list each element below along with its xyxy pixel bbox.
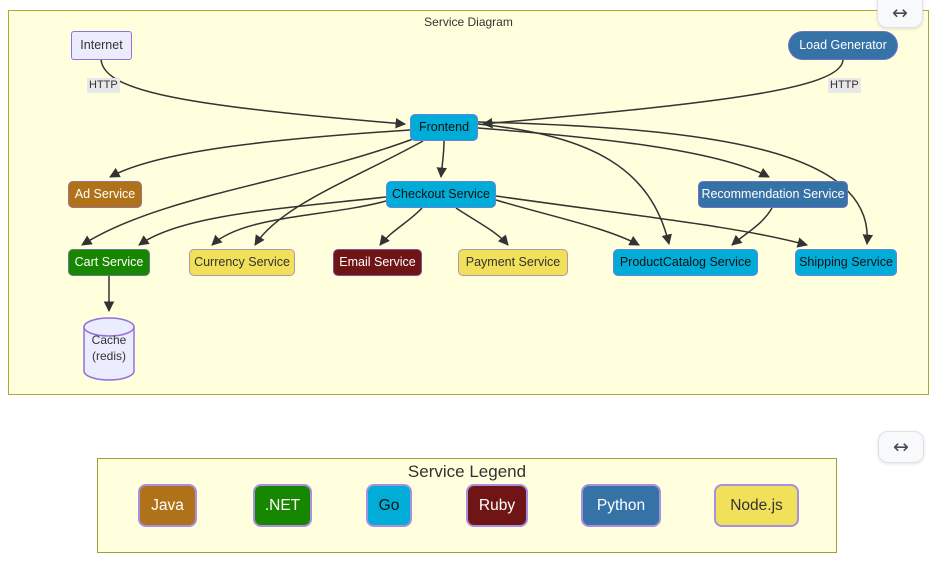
node-currency-service: Currency Service bbox=[189, 249, 295, 276]
edge-checkout-emailservice bbox=[379, 207, 423, 246]
service-diagram-panel: Service Diagram HTTP HTTP Internet Load … bbox=[8, 10, 929, 395]
edge-frontend-checkout bbox=[436, 140, 448, 179]
legend-chip-python: Python bbox=[581, 484, 661, 527]
edge-loadgenerator-frontend bbox=[481, 59, 844, 129]
node-email-service: Email Service bbox=[333, 249, 422, 276]
node-frontend: Frontend bbox=[410, 114, 478, 141]
legend-chip-ruby: Ruby bbox=[466, 484, 528, 527]
edge-recommendation-productcatalog bbox=[731, 207, 773, 246]
edge-frontend-productcatalog bbox=[477, 123, 672, 246]
edge-internet-frontend bbox=[100, 58, 407, 129]
node-shipping-service: Shipping Service bbox=[795, 249, 897, 276]
edge-checkout-productcatalog bbox=[495, 199, 640, 246]
legend-title: Service Legend bbox=[407, 462, 527, 481]
database-cylinder-icon bbox=[83, 317, 135, 381]
legend-chip-nodejs: Node.js bbox=[714, 484, 799, 527]
edge-checkout-paymentservice bbox=[455, 207, 509, 246]
resize-horizontal-icon: ↔ bbox=[893, 436, 909, 458]
edge-frontend-shipping bbox=[477, 121, 874, 246]
service-legend-panel: Service Legend Java .NET Go Ruby Python … bbox=[97, 458, 837, 553]
edge-frontend-currencyservice bbox=[254, 140, 424, 246]
node-checkout-service: Checkout Service bbox=[386, 181, 496, 208]
node-productcatalog-service: ProductCatalog Service bbox=[613, 249, 758, 276]
edge-frontend-recommendation bbox=[477, 127, 770, 178]
node-ad-service: Ad Service bbox=[68, 181, 142, 208]
node-recommendation-service: Recommendation Service bbox=[698, 181, 848, 208]
node-cart-service: Cart Service bbox=[68, 249, 150, 276]
node-load-generator: Load Generator bbox=[788, 31, 898, 60]
expand-diagram-button[interactable]: ↔ bbox=[877, 0, 923, 28]
cache-label: Cache (redis) bbox=[91, 333, 127, 363]
legend-chip-dotnet: .NET bbox=[253, 484, 312, 527]
edge-label-http-internet: HTTP bbox=[87, 78, 120, 93]
legend-chip-go: Go bbox=[366, 484, 412, 527]
resize-horizontal-icon: ↔ bbox=[892, 2, 908, 24]
legend-chip-java: Java bbox=[138, 484, 197, 527]
node-internet: Internet bbox=[71, 31, 132, 60]
expand-legend-button[interactable]: ↔ bbox=[878, 431, 924, 463]
diagram-edges bbox=[81, 58, 874, 313]
diagram-title: Service Diagram bbox=[424, 15, 513, 29]
edge-checkout-cartservice bbox=[138, 196, 387, 246]
edge-checkout-shipping bbox=[495, 195, 809, 248]
node-payment-service: Payment Service bbox=[458, 249, 568, 276]
edge-label-http-loadgenerator: HTTP bbox=[828, 78, 861, 93]
edge-frontend-cartservice bbox=[81, 138, 414, 246]
edge-frontend-adservice bbox=[109, 129, 411, 178]
edge-checkout-currencyservice bbox=[211, 200, 387, 246]
node-cache-redis: Cache (redis) bbox=[82, 316, 136, 382]
